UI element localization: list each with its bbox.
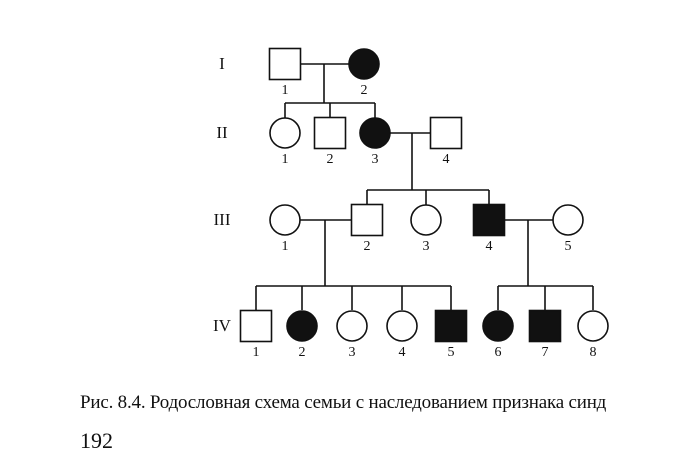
affected-male-symbol xyxy=(528,309,562,343)
page-number: 192 xyxy=(80,428,113,453)
member-number-label: 5 xyxy=(565,239,572,254)
unaffected-female-symbol xyxy=(410,204,442,236)
generation-label: IV xyxy=(213,316,232,335)
member-number-label: 1 xyxy=(282,152,289,167)
figure-caption: Рис. 8.4. Родословная схема семьи с насл… xyxy=(80,392,607,413)
affected-male-symbol xyxy=(472,203,506,237)
member-number-label: 2 xyxy=(327,152,334,167)
member-number-label: 4 xyxy=(399,345,406,360)
member-number-label: 2 xyxy=(361,83,368,98)
generation-label: I xyxy=(219,54,225,73)
member-number-label: 5 xyxy=(448,345,455,360)
unaffected-female-symbol xyxy=(577,310,609,342)
member-number-label: 6 xyxy=(495,345,502,360)
affected-female-symbol xyxy=(482,310,514,342)
member-number-label: 3 xyxy=(423,239,430,254)
member-number-label: 4 xyxy=(486,239,493,254)
unaffected-male-symbol xyxy=(313,116,347,150)
member-number-label: 1 xyxy=(253,345,260,360)
generation-label: III xyxy=(214,210,231,229)
member-number-label: 1 xyxy=(282,83,289,98)
generation-label: II xyxy=(216,123,228,142)
member-number-label: 3 xyxy=(349,345,356,360)
unaffected-male-symbol xyxy=(350,203,384,237)
affected-male-symbol xyxy=(434,309,468,343)
unaffected-female-symbol xyxy=(269,117,301,149)
affected-female-symbol xyxy=(286,310,318,342)
unaffected-male-symbol xyxy=(429,116,463,150)
member-number-label: 2 xyxy=(364,239,371,254)
member-number-label: 1 xyxy=(282,239,289,254)
unaffected-female-symbol xyxy=(386,310,418,342)
affected-female-symbol xyxy=(359,117,391,149)
member-number-label: 4 xyxy=(443,152,450,167)
affected-female-symbol xyxy=(348,48,380,80)
unaffected-female-symbol xyxy=(336,310,368,342)
member-number-label: 2 xyxy=(299,345,306,360)
member-number-label: 7 xyxy=(542,345,549,360)
unaffected-male-symbol xyxy=(268,47,302,81)
member-number-label: 3 xyxy=(372,152,379,167)
unaffected-female-symbol xyxy=(552,204,584,236)
unaffected-female-symbol xyxy=(269,204,301,236)
unaffected-male-symbol xyxy=(239,309,273,343)
member-number-label: 8 xyxy=(590,345,597,360)
